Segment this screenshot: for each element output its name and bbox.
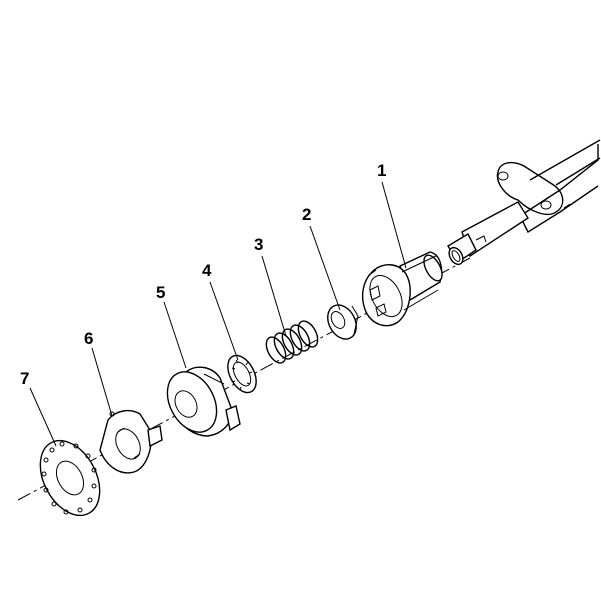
callouts: 1 2 3 4 5 6 7 xyxy=(20,161,386,388)
part-6-plate xyxy=(99,409,163,474)
part-5-cam xyxy=(166,366,241,437)
callout-2: 2 xyxy=(302,205,311,224)
callout-6: 6 xyxy=(84,329,93,348)
callout-3: 3 xyxy=(254,235,263,254)
part-7-ring-plate xyxy=(39,439,101,517)
part-4-retaining-ring xyxy=(227,354,257,394)
column-shaft xyxy=(447,139,601,266)
callout-5: 5 xyxy=(156,283,165,302)
part-2-nut xyxy=(327,304,359,340)
callout-4: 4 xyxy=(202,261,212,280)
part-1-housing xyxy=(361,251,443,327)
callout-1: 1 xyxy=(377,161,386,180)
leader-lines xyxy=(29,181,407,447)
callout-7: 7 xyxy=(20,369,29,388)
part-3-spring xyxy=(265,320,319,364)
